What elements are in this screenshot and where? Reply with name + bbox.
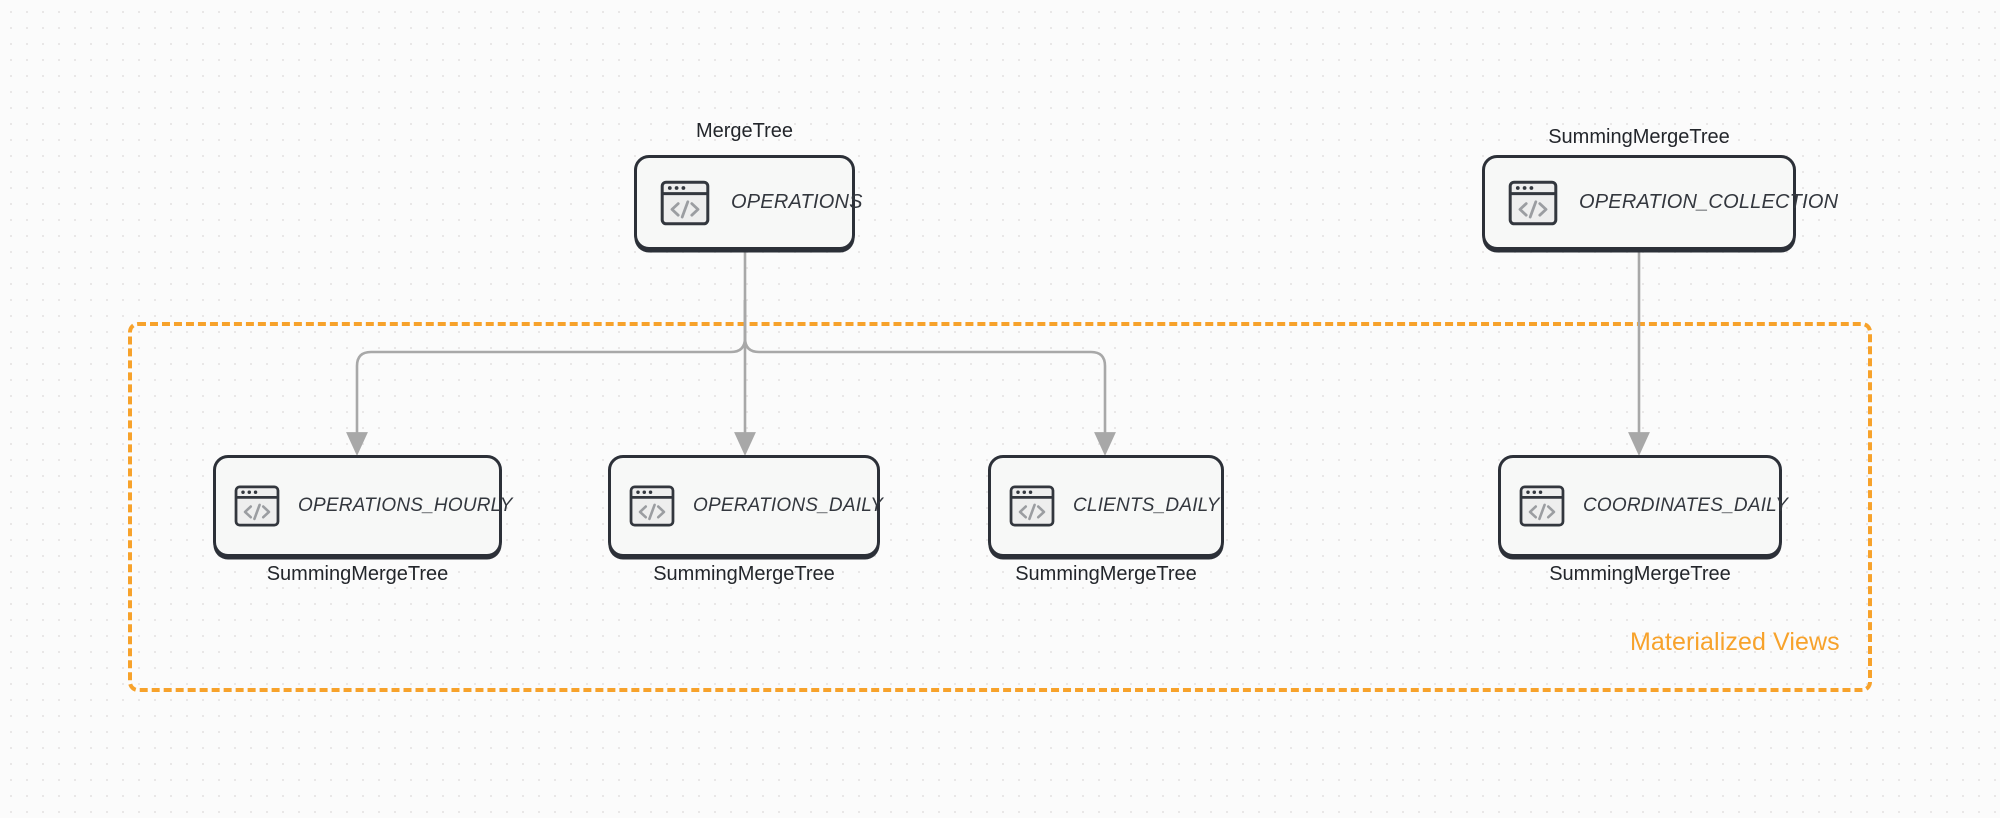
node-operation_collection[interactable]: OPERATION_COLLECTION [1482,155,1838,250]
node-label-coordinates_daily: COORDINATES_DAILY [1583,495,1789,516]
node-clients_daily[interactable]: CLIENTS_DAILY [988,455,1224,557]
node-label-operations_daily: OPERATIONS_DAILY [693,495,884,516]
code-window-icon [234,483,280,529]
node-operations_hourly[interactable]: OPERATIONS_HOURLY [213,455,512,557]
materialized-views-label: Materialized Views [1630,628,1840,656]
node-label-operation_collection: OPERATION_COLLECTION [1579,191,1839,213]
engine-caption-clients_daily: SummingMergeTree [1015,563,1197,585]
node-coordinates_daily[interactable]: COORDINATES_DAILY [1498,455,1788,557]
node-label-operations: OPERATIONS [731,191,863,213]
node-label-clients_daily: CLIENTS_DAILY [1073,495,1220,516]
engine-caption-coordinates_daily: SummingMergeTree [1549,563,1731,585]
node-label-operations_hourly: OPERATIONS_HOURLY [298,495,513,516]
code-window-icon [1508,178,1558,228]
code-window-icon [1519,483,1565,529]
code-window-icon [660,178,710,228]
node-operations[interactable]: OPERATIONS [634,155,862,250]
engine-caption-operations_hourly: SummingMergeTree [266,563,449,585]
code-window-icon [1009,483,1055,529]
engine-caption-operations_daily: SummingMergeTree [653,563,835,585]
engine-caption-operation_collection: SummingMergeTree [1548,126,1730,148]
code-window-icon [629,483,675,529]
engine-caption-operations: MergeTree [695,120,794,142]
node-operations_daily[interactable]: OPERATIONS_DAILY [608,455,884,557]
